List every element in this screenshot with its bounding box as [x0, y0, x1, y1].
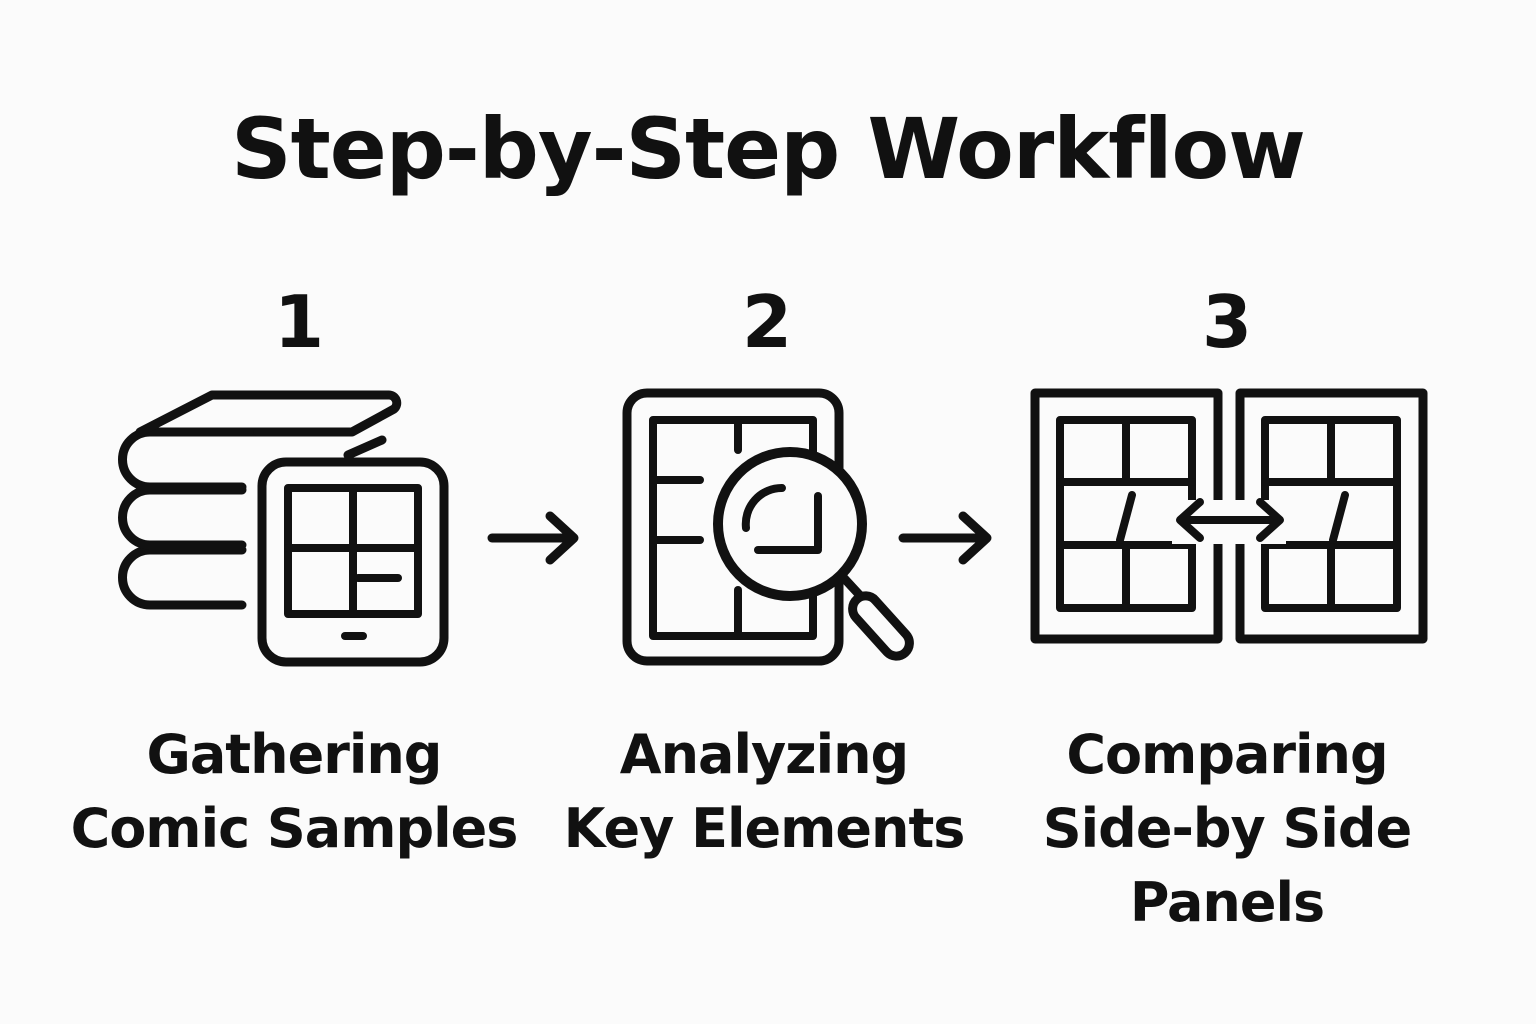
step-3-label-line: Comparing — [1066, 723, 1388, 786]
arrow-right-icon — [898, 511, 992, 565]
comic-stack-tablet-icon — [118, 390, 449, 667]
step-2-number: 2 — [741, 280, 793, 364]
step-1-label-line: Comic Samples — [70, 797, 519, 860]
step-1-label: Gathering Comic Samples — [54, 718, 534, 866]
step-1-label-line: Gathering — [146, 723, 443, 786]
step-2-label: Analyzing Key Elements — [524, 718, 1004, 866]
step-1-number: 1 — [273, 280, 325, 364]
step-3-label: Comparing Side-by Side Panels — [987, 718, 1467, 940]
arrow-right-icon — [487, 511, 579, 565]
step-2-label-line: Key Elements — [563, 797, 966, 860]
step-3-label-line: Side-by Side — [1042, 797, 1412, 860]
magnifier-panel-icon — [622, 388, 914, 666]
step-3-number: 3 — [1201, 280, 1253, 364]
diagram-title: Step-by-Step Workflow — [231, 100, 1306, 198]
step-3-label-line: Panels — [1129, 871, 1325, 934]
side-by-side-panels-icon — [1030, 388, 1428, 644]
step-2-label-line: Analyzing — [619, 723, 909, 786]
